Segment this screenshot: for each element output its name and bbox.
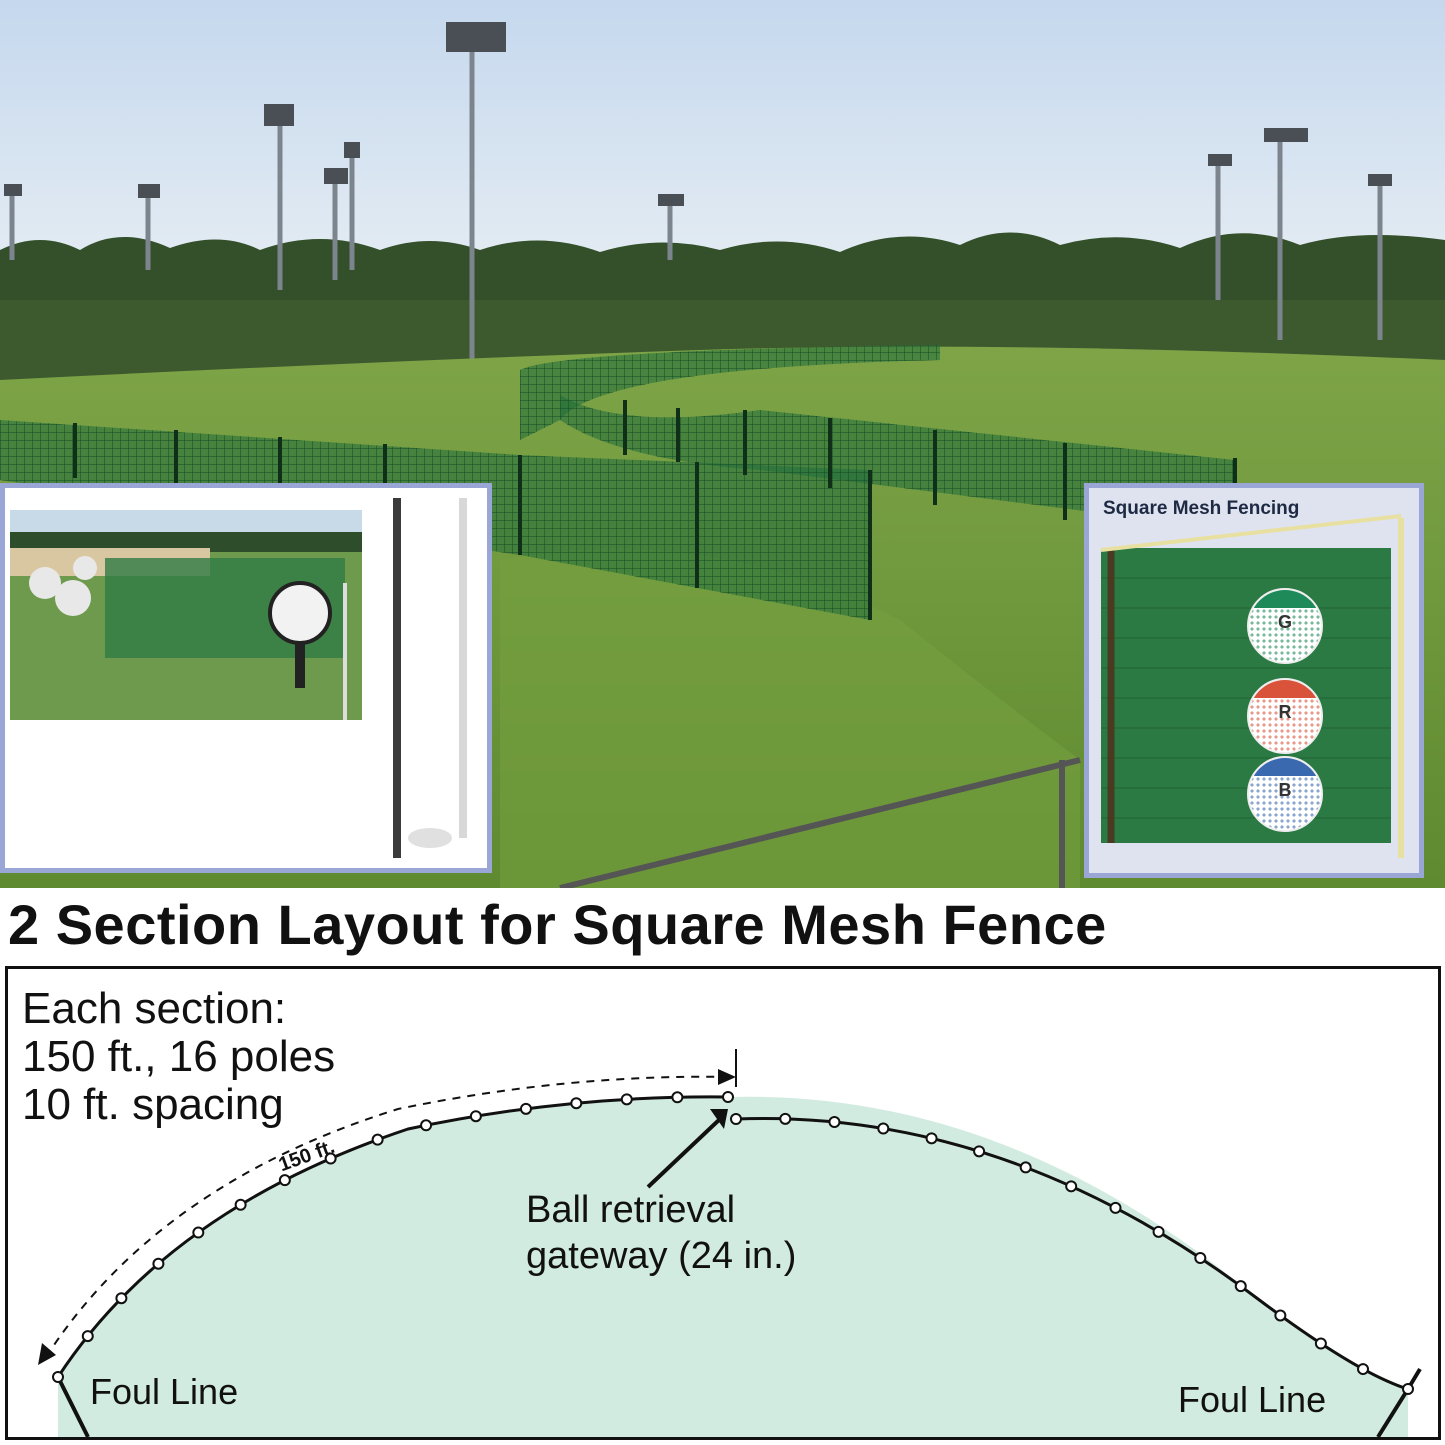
section-spec-line2: 150 ft., 16 poles: [22, 1032, 336, 1081]
fence-pole: [620, 1093, 633, 1106]
pole-detail-inset: [0, 483, 492, 873]
fence-pole: [469, 1110, 482, 1123]
section-spec-line1: Each section:: [22, 984, 287, 1033]
magnifier-icon: [268, 581, 332, 645]
fence-pole: [1274, 1309, 1287, 1322]
fence-pole: [1019, 1161, 1032, 1174]
fence-pole: [925, 1132, 938, 1145]
fence-pole: [192, 1226, 205, 1239]
fence-pole: [1152, 1225, 1165, 1238]
page-title: 2 Section Layout for Square Mesh Fence: [8, 893, 1107, 956]
fence-pole: [671, 1091, 684, 1104]
gateway-line2: gateway (24 in.): [526, 1235, 797, 1277]
color-swatch-letter: G: [1277, 612, 1292, 632]
fence-arc-diagram: [38, 1049, 1422, 1437]
fence-pole: [152, 1257, 165, 1270]
fence-pole: [115, 1292, 128, 1305]
fence-pole: [828, 1116, 841, 1129]
fence-pole: [730, 1113, 742, 1125]
foul-line-left: Foul Line: [90, 1371, 239, 1412]
fence-pole: [1402, 1383, 1414, 1395]
fence-pole: [371, 1133, 384, 1146]
fence-pole: [278, 1174, 291, 1187]
field-photo: Square Mesh Fencing G R B: [0, 0, 1445, 888]
fence-pole: [1234, 1280, 1247, 1293]
fence-pole: [234, 1198, 247, 1211]
mesh-color-inset: Square Mesh Fencing G R B: [1084, 483, 1424, 878]
gateway-label: Ball retrieval gateway (24 in.): [526, 1187, 796, 1279]
gateway-line1: Ball retrieval: [526, 1189, 736, 1231]
fence-pole: [324, 1152, 337, 1165]
fence-pole: [81, 1330, 94, 1343]
poles-right: [730, 1112, 1414, 1395]
fence-pole: [779, 1112, 792, 1125]
fence-pole: [1357, 1363, 1370, 1376]
section-spec: Each section: 150 ft., 16 poles 10 ft. s…: [22, 985, 335, 1129]
foul-line-right: Foul Line: [1178, 1379, 1327, 1420]
fence-pole: [52, 1371, 64, 1383]
color-swatch-letter: R: [1278, 702, 1292, 722]
light-poles: [9, 45, 1383, 360]
fence-pole: [973, 1145, 986, 1158]
poles-left: [52, 1091, 734, 1383]
fence-pole: [1065, 1180, 1078, 1193]
fence-pole: [420, 1119, 433, 1132]
fence-pole: [519, 1102, 532, 1115]
inset-caption: Square Mesh Fencing: [1103, 498, 1300, 519]
layout-diagram: Each section: 150 ft., 16 poles 10 ft. s…: [5, 966, 1441, 1440]
fence-pole: [1194, 1252, 1207, 1265]
fence-pole: [1314, 1337, 1327, 1350]
fence-pole: [1109, 1201, 1122, 1214]
color-swatch-g: G: [1247, 588, 1323, 664]
color-swatch-r: R: [1247, 678, 1323, 754]
section-spec-line3: 10 ft. spacing: [22, 1080, 284, 1129]
color-swatch-letter: B: [1278, 780, 1292, 800]
fence-pole: [570, 1097, 583, 1110]
fence-pole: [877, 1122, 890, 1135]
color-swatch-b: B: [1247, 756, 1323, 832]
fence-pole: [722, 1091, 734, 1103]
